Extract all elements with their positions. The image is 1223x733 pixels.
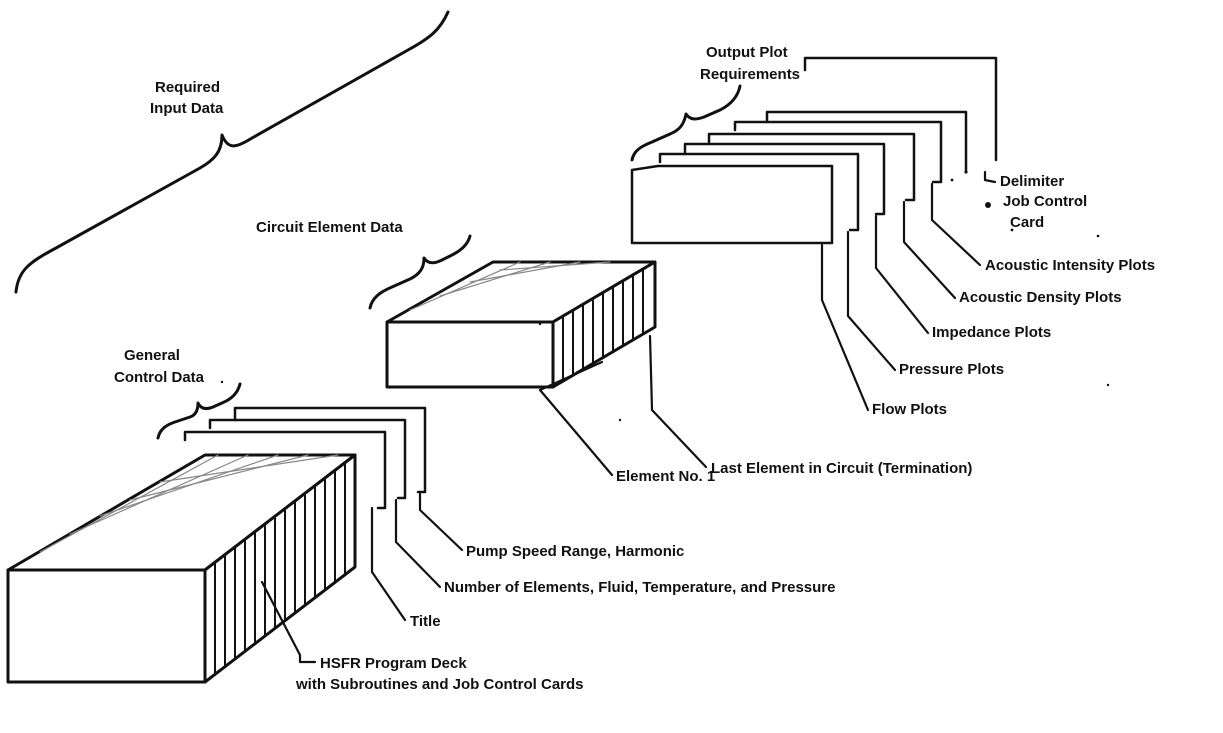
label-job-control: Job Control — [1003, 193, 1087, 210]
label-pump-speed: Pump Speed Range, Harmonic — [466, 543, 684, 560]
circuit-element-brace — [368, 234, 472, 310]
heading-general-line2: Control Data — [114, 369, 205, 386]
label-impedance-plots: Impedance Plots — [932, 324, 1051, 341]
label-card: Card — [1010, 214, 1044, 231]
output-plot-cards — [630, 56, 998, 245]
label-last-element: Last Element in Circuit (Termination) — [711, 460, 972, 477]
heading-output-line1: Output Plot — [706, 44, 788, 61]
heading-circuit-element-data: Circuit Element Data — [256, 219, 403, 236]
general-control-brace — [156, 382, 242, 440]
label-delimiter: Delimiter — [1000, 173, 1064, 190]
circuit-element-deck — [385, 260, 657, 389]
label-acoustic-density-plots: Acoustic Density Plots — [959, 289, 1122, 306]
label-program-deck-line2: with Subroutines and Job Control Cards — [295, 676, 584, 693]
label-acoustic-intensity-plots: Acoustic Intensity Plots — [985, 257, 1155, 274]
label-flow-plots: Flow Plots — [872, 401, 947, 418]
heading-general-line1: General — [124, 347, 180, 364]
heading-required-line2: Input Data — [150, 100, 224, 117]
hsfr-program-deck — [6, 453, 357, 684]
label-title: Title — [410, 613, 441, 630]
label-program-deck-line1: HSFR Program Deck — [320, 655, 467, 672]
required-input-brace — [14, 10, 450, 294]
heading-output-line2: Requirements — [700, 66, 800, 83]
heading-required-line1: Required — [155, 79, 220, 96]
general-control-cards — [183, 406, 427, 510]
label-number-of-elements: Number of Elements, Fluid, Temperature, … — [444, 579, 836, 596]
label-element-no-1: Element No. 1 — [616, 468, 715, 485]
label-pressure-plots: Pressure Plots — [899, 361, 1004, 378]
output-plot-brace — [630, 84, 742, 162]
